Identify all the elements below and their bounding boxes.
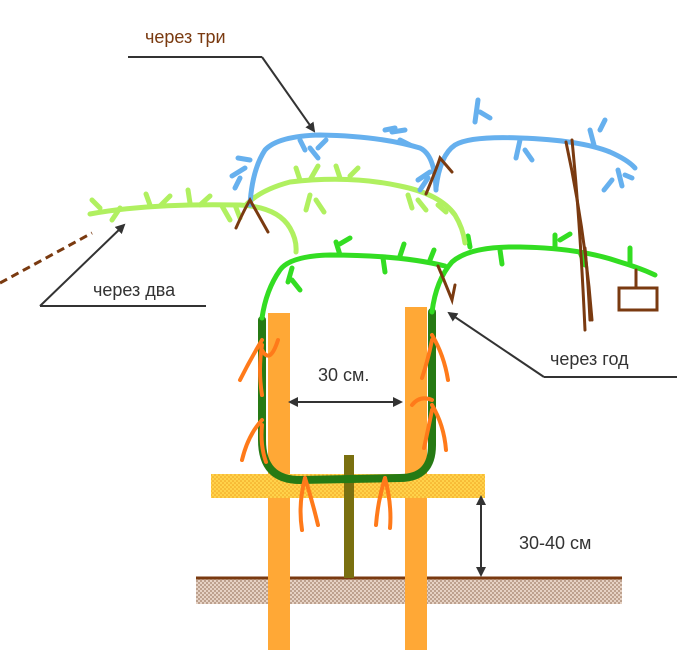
weight-box (617, 286, 659, 312)
year-three-vine (229, 97, 638, 208)
callout-two-years-arrow (39, 223, 126, 307)
dashed-extension (0, 231, 93, 285)
label-one-year: через год (550, 349, 629, 369)
year-two-vine (87, 163, 468, 255)
label-height: 30-40 см (519, 533, 591, 553)
brown-twine (234, 138, 638, 332)
stake (344, 455, 354, 578)
orange-ties (238, 333, 450, 532)
year-one-vine (259, 231, 658, 321)
callout-one-year-arrow (447, 311, 545, 378)
label-three-years: через три (145, 27, 226, 47)
label-width: 30 см. (318, 365, 369, 385)
label-two-years: через два (93, 280, 176, 300)
callout-three-years-arrow (261, 56, 316, 133)
